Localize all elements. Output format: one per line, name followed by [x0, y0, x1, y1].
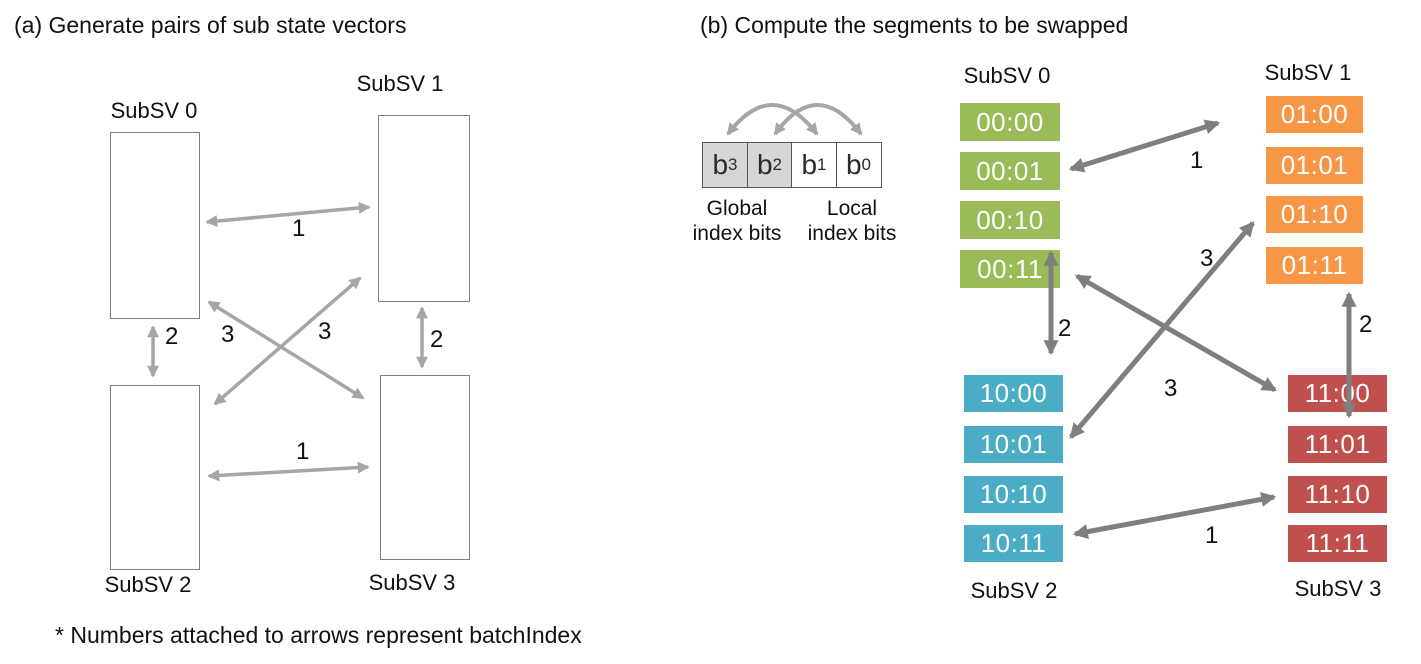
swap-arrow-1-bottom [1072, 491, 1277, 540]
bit-base: b [845, 149, 862, 180]
bit-base: b [801, 149, 818, 180]
batch-index-label: 2 [1359, 311, 1373, 338]
bit-swap-arc-b3-b1 [726, 103, 819, 136]
batch-index-label: 2 [1058, 315, 1072, 342]
pair-arrow-3-sv0-sv3 [207, 300, 365, 400]
batch-index-label: 1 [1190, 147, 1204, 174]
bit-swap-arc-b2-b0 [773, 103, 863, 136]
segment-cell: 11:01 [1288, 426, 1387, 463]
swap-arrow-3-sv2-sv1 [1069, 221, 1255, 439]
batch-index-label: 3 [221, 321, 235, 348]
subsv3-box-label: SubSV 3 [368, 570, 456, 595]
global-index-bits-label: Global index bits [692, 197, 782, 245]
segment-cell: 00:00 [960, 103, 1060, 141]
batch-index-label: 3 [1164, 375, 1178, 402]
segment-cell: 11:11 [1288, 525, 1387, 562]
subsv1-box-label: SubSV 1 [356, 71, 444, 96]
subsv1-column-label: SubSV 1 [1264, 60, 1352, 85]
segment-cell: 00:10 [960, 201, 1060, 239]
subsv2-box-label: SubSV 2 [104, 572, 192, 597]
bit-base: b [712, 149, 729, 180]
subsv0-box-label: SubSV 0 [110, 98, 198, 123]
pair-arrow-3-sv2-sv1 [213, 276, 362, 406]
segment-cell: 11:10 [1288, 476, 1387, 513]
subsv2-box [110, 385, 200, 570]
subsv0-column-label: SubSV 0 [963, 63, 1051, 88]
panel-b-title: (b) Compute the segments to be swapped [700, 12, 1129, 38]
batch-index-label: 1 [296, 438, 310, 465]
segment-cell: 01:01 [1266, 147, 1363, 184]
segment-cell: 10:11 [964, 525, 1063, 562]
local-index-bits-label: Local index bits [807, 197, 897, 245]
segment-cell: 01:11 [1266, 247, 1363, 284]
pair-arrow-1-bottom [207, 461, 370, 482]
segment-cell: 10:01 [964, 426, 1063, 463]
subsv3-column-label: SubSV 3 [1294, 576, 1382, 601]
batch-index-label: 1 [1205, 522, 1219, 549]
batch-index-label: 1 [292, 215, 306, 242]
segment-cell: 00:11 [960, 250, 1060, 288]
segment-cell: 01:00 [1266, 96, 1363, 133]
swap-arrow-3-sv0-sv3 [1075, 273, 1277, 393]
panel-a-title: (a) Generate pairs of sub state vectors [14, 12, 407, 38]
batch-index-label: 3 [318, 318, 332, 345]
batch-index-label: 2 [430, 326, 444, 353]
segment-cell: 01:10 [1266, 196, 1363, 233]
batch-index-label: 3 [1200, 245, 1214, 272]
pair-arrow-1-top [205, 201, 371, 228]
subsv2-column-label: SubSV 2 [970, 578, 1058, 603]
batch-index-label: 2 [165, 323, 179, 350]
subsv1-box [378, 115, 470, 302]
bit-base: b [756, 149, 773, 180]
segment-cell: 00:01 [960, 152, 1060, 190]
subsv3-box [380, 375, 470, 560]
segment-cell: 10:00 [964, 375, 1063, 412]
figure-footnote: * Numbers attached to arrows represent b… [55, 622, 582, 648]
segment-cell: 10:10 [964, 476, 1063, 513]
subsv0-box [110, 132, 200, 319]
segment-cell: 11:00 [1288, 375, 1387, 412]
